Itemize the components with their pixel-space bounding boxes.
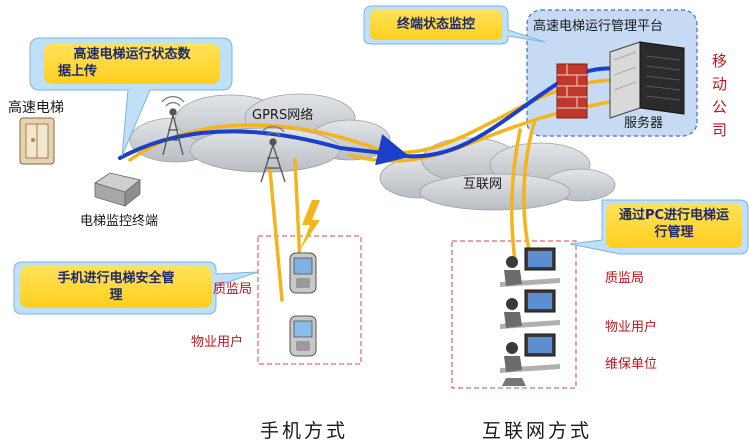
internet-label: 互联网 bbox=[463, 177, 503, 192]
elevator-icon bbox=[19, 117, 55, 165]
mobile-phone-icon bbox=[289, 315, 317, 357]
upload-callout-text: 高速电梯运行状态数 据上传 bbox=[44, 46, 220, 80]
internet-users-box bbox=[451, 240, 577, 389]
callout-upload bbox=[29, 37, 233, 157]
lightning-icon bbox=[300, 200, 320, 250]
data-flow-arrow bbox=[375, 134, 410, 166]
phone-callout-line2: 理 bbox=[109, 288, 123, 303]
mobile-users-box bbox=[257, 235, 362, 365]
platform-title: 高速电梯运行管理平台 bbox=[533, 19, 664, 34]
mobile-phone-icon bbox=[289, 252, 317, 294]
callout-terminal-monitor bbox=[363, 5, 546, 45]
terminal-label: 电梯监控终端 bbox=[80, 214, 159, 229]
phone-callout-line1: 手机进行电梯安全管 bbox=[57, 271, 175, 286]
antenna-tower-icon bbox=[161, 96, 185, 156]
internet-mode-label: 互联网方式 bbox=[482, 420, 593, 442]
callout-pc-management bbox=[569, 199, 749, 255]
pc-workstation-icon bbox=[500, 289, 560, 329]
antenna-tower-icon bbox=[260, 126, 286, 183]
pc-user-1: 质监局 bbox=[605, 271, 645, 286]
pc-workstation-icon bbox=[500, 247, 560, 287]
mobile-company-label: 移动公司 bbox=[712, 52, 728, 139]
phone-user-2: 物业用户 bbox=[191, 335, 244, 350]
server-label: 服务器 bbox=[624, 116, 664, 131]
callout-phone-management bbox=[13, 261, 259, 315]
server-rack-icon bbox=[609, 41, 685, 119]
upload-callout-line2: 据上传 bbox=[58, 64, 98, 79]
phone-user-1: 质监局 bbox=[213, 282, 253, 297]
pc-callout-text: 通过PC进行电梯运 行管理 bbox=[606, 207, 742, 241]
phone-callout-text: 手机进行电梯安全管 理 bbox=[20, 270, 212, 304]
pc-user-3: 维保单位 bbox=[605, 357, 658, 372]
pc-callout-line2: 行管理 bbox=[654, 225, 694, 240]
elevator-label: 高速电梯 bbox=[8, 100, 64, 116]
monitor-terminal-icon bbox=[94, 172, 141, 207]
firewall-icon bbox=[556, 63, 588, 119]
terminal-monitor-callout-text: 终端状态监控 bbox=[396, 17, 475, 32]
mobile-mode-label: 手机方式 bbox=[260, 420, 349, 442]
pc-user-2: 物业用户 bbox=[605, 320, 658, 335]
pc-callout-line1: 通过PC进行电梯运 bbox=[618, 208, 730, 223]
pc-workstation-icon bbox=[500, 333, 560, 386]
upload-callout-line1: 高速电梯运行状态数 bbox=[73, 47, 191, 62]
gprs-label: GPRS网络 bbox=[252, 108, 314, 123]
